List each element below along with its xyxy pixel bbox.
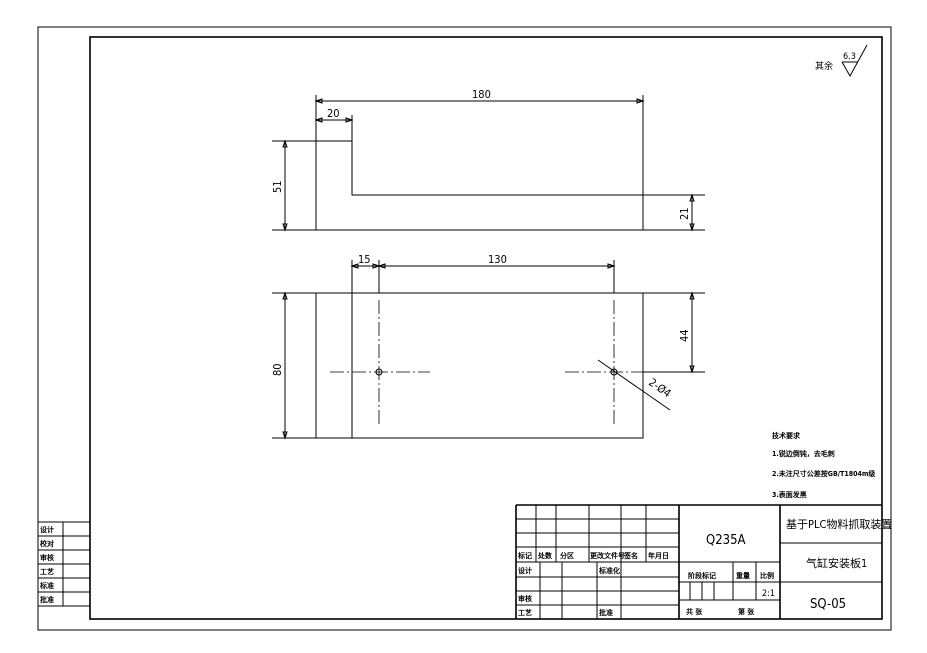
dim-44: 44	[678, 329, 691, 342]
title-block: 标记 处数 分区 更改文件号 签名 年月日 设计 标准化 审核 工艺 批准 Q2…	[515, 504, 892, 619]
svg-text:批准: 批准	[40, 595, 54, 604]
front-view: 2-Ø4 15 130 80 44	[271, 253, 705, 440]
svg-text:标记: 标记	[517, 551, 532, 560]
svg-text:标准化: 标准化	[598, 566, 620, 575]
svg-text:阶段标记: 阶段标记	[688, 571, 716, 580]
svg-text:3.表面发黑: 3.表面发黑	[772, 490, 807, 499]
drawing-number: SQ-05	[810, 597, 846, 612]
svg-text:设计: 设计	[40, 525, 54, 534]
dim-51: 51	[271, 180, 284, 193]
svg-text:审核: 审核	[518, 594, 532, 603]
dim-15: 15	[358, 253, 371, 266]
dim-20: 20	[327, 107, 340, 120]
svg-text:批准: 批准	[599, 608, 613, 617]
part-name: 气缸安装板1	[806, 556, 867, 570]
material: Q235A	[706, 533, 746, 548]
svg-text:审核: 审核	[40, 553, 54, 562]
outer-border	[37, 26, 892, 631]
roughness-symbol: 其余 6.3	[815, 44, 868, 78]
top-view: 180 20 51 21	[271, 88, 705, 232]
svg-text:第 张: 第 张	[738, 607, 755, 616]
svg-text:工艺: 工艺	[40, 567, 54, 576]
svg-text:设计: 设计	[518, 566, 532, 575]
svg-text:工艺: 工艺	[518, 608, 532, 617]
dim-130: 130	[488, 253, 507, 266]
dim-180: 180	[472, 88, 491, 101]
left-sign-table: 设计 校对 审核 工艺 标准 批准	[38, 521, 90, 607]
svg-text:技术要求: 技术要求	[772, 431, 801, 440]
svg-text:签名: 签名	[623, 551, 638, 560]
svg-text:2.未注尺寸公差按GB/T1804m级: 2.未注尺寸公差按GB/T1804m级	[772, 469, 876, 478]
dim-21: 21	[678, 207, 691, 220]
svg-text:分区: 分区	[560, 551, 574, 560]
svg-text:处数: 处数	[537, 551, 553, 560]
tech-requirements: 技术要求 1.锐边倒钝，去毛刺 2.未注尺寸公差按GB/T1804m级 3.表面…	[772, 431, 876, 499]
svg-text:重量: 重量	[736, 571, 750, 580]
svg-text:6.3: 6.3	[843, 52, 856, 62]
scale: 2:1	[762, 589, 775, 599]
svg-text:标准: 标准	[39, 581, 54, 590]
drawing-frame	[89, 36, 883, 620]
svg-text:更改文件号: 更改文件号	[590, 551, 625, 560]
svg-text:1.锐边倒钝，去毛刺: 1.锐边倒钝，去毛刺	[772, 449, 835, 458]
svg-text:共 张: 共 张	[686, 607, 703, 616]
project-title: 基于PLC物料抓取装置	[786, 517, 892, 531]
svg-text:比例: 比例	[760, 571, 774, 580]
svg-text:年月日: 年月日	[648, 551, 669, 560]
svg-text:其余: 其余	[815, 60, 833, 72]
dim-80: 80	[271, 363, 284, 376]
svg-text:校对: 校对	[40, 539, 54, 548]
